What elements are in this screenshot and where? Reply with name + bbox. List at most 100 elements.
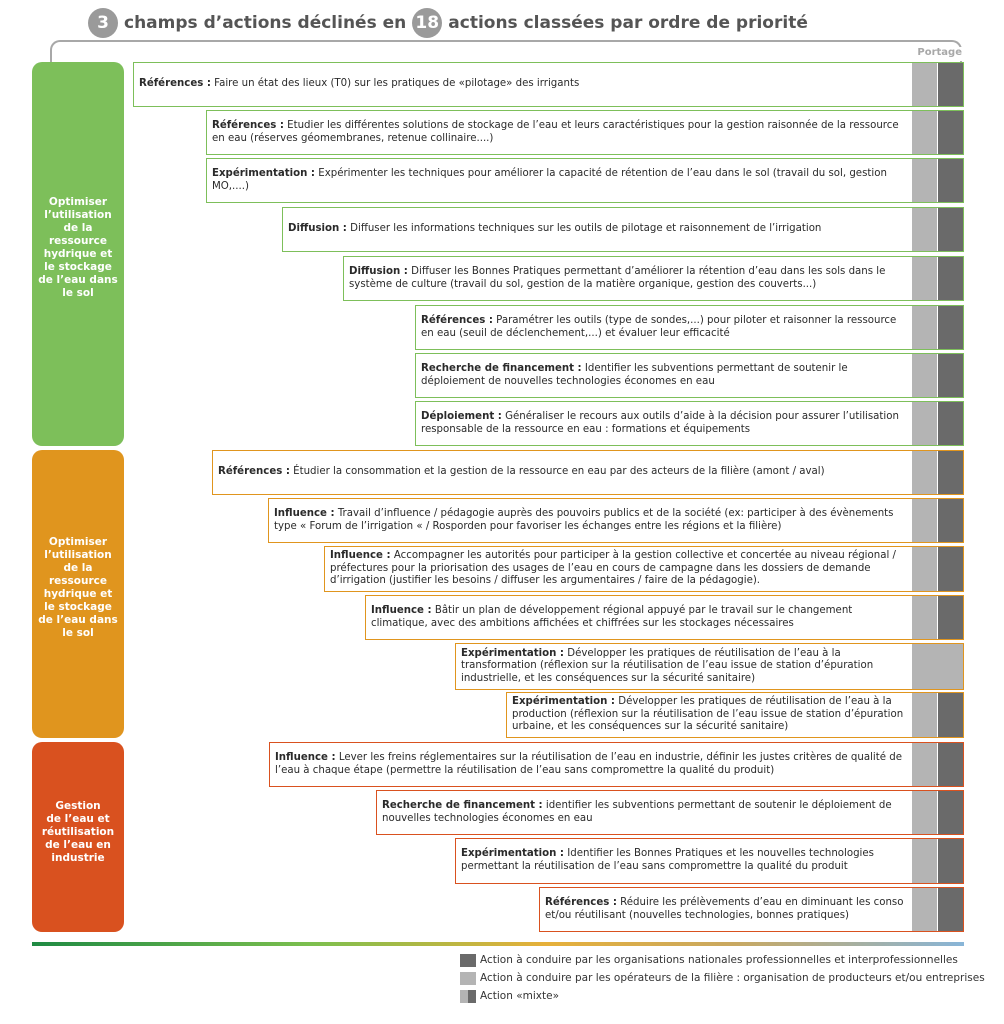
- legend-item: Action à conduire par les opérateurs de …: [460, 970, 985, 986]
- portage-dark-cell: [938, 111, 963, 154]
- action-text: Diffuser les Bonnes Pratiques permettant…: [349, 265, 886, 290]
- action-text: Diffuser les informations techniques sur…: [350, 223, 822, 235]
- action-row: Diffusion : Diffuser les Bonnes Pratique…: [343, 256, 964, 301]
- actions-count-badge: 18: [412, 8, 443, 38]
- action-type: Références :: [139, 78, 211, 90]
- portage-dark-cell: [938, 839, 963, 883]
- action-row: Recherche de financement : identifier le…: [376, 790, 964, 835]
- legend-text: Action à conduire par les opérateurs de …: [480, 972, 985, 984]
- action-type: Références :: [545, 896, 617, 908]
- portage-dark-cell: [938, 547, 963, 591]
- action-type: Références :: [212, 119, 284, 131]
- action-row: Déploiement : Généraliser le recours aux…: [415, 401, 964, 446]
- action-row: Influence : Lever les freins réglementai…: [269, 742, 964, 787]
- portage-light-cell: [912, 354, 937, 397]
- action-row: Références : Paramétrer les outils (type…: [415, 305, 964, 350]
- action-text: Identifier les subventions permettant de…: [421, 362, 848, 387]
- action-type: Expérimentation :: [461, 647, 565, 659]
- action-text: Faire un état des lieux (T0) sur les pra…: [214, 78, 580, 90]
- portage-light-cell: [912, 63, 937, 106]
- champs-count-badge: 3: [88, 8, 118, 38]
- action-text: Bâtir un plan de développement régional …: [371, 604, 853, 629]
- action-row: Expérimentation : Identifier les Bonnes …: [455, 838, 964, 884]
- action-type: Références :: [218, 466, 290, 478]
- portage-light-cell: [912, 693, 937, 737]
- portage-dark-cell: [938, 499, 963, 542]
- action-type: Expérimentation :: [512, 696, 616, 708]
- portage-light-cell: [912, 596, 937, 639]
- legend-item: Action «mixte»: [460, 988, 559, 1004]
- portage-dark-cell: [938, 888, 963, 931]
- action-row: Expérimentation : Développer les pratiqu…: [506, 692, 964, 738]
- portage-dark-cell: [938, 743, 963, 786]
- portage-column-label: Portage: [908, 47, 962, 61]
- portage-light-cell: [912, 306, 937, 349]
- portage-dark-cell: [938, 693, 963, 737]
- legend-swatch-mixed: [460, 989, 476, 1003]
- action-type: Expérimentation :: [461, 848, 565, 860]
- portage-light-cell: [912, 111, 937, 154]
- legend-swatch-light: [460, 971, 476, 985]
- action-row: Références : Réduire les prélèvements d’…: [539, 887, 964, 932]
- action-row: Recherche de financement : Identifier le…: [415, 353, 964, 398]
- portage-dark-cell: [938, 451, 963, 494]
- gradient-divider: [32, 942, 964, 946]
- action-text: Développer les pratiques de réutilisatio…: [461, 647, 874, 684]
- portage-dark-cell: [938, 402, 963, 445]
- portage-light-cell: [912, 402, 937, 445]
- action-text: Expérimenter les techniques pour amélior…: [212, 167, 887, 192]
- legend-swatch-dark: [460, 953, 476, 967]
- action-text: Identifier les Bonnes Pratiques et les n…: [461, 848, 874, 872]
- action-type: Expérimentation :: [212, 167, 316, 179]
- portage-dark-cell: [938, 306, 963, 349]
- action-row: Références : Etudier les différentes sol…: [206, 110, 964, 155]
- portage-light-cell: [912, 257, 937, 300]
- action-type: Influence :: [330, 550, 391, 562]
- action-row: Expérimentation : Développer les pratiqu…: [455, 643, 964, 690]
- legend-text: Action «mixte»: [480, 990, 560, 1002]
- portage-dark-cell: [938, 354, 963, 397]
- portage-light-cell: [912, 547, 937, 591]
- action-row: Influence : Bâtir un plan de développeme…: [365, 595, 964, 640]
- action-text: Paramétrer les outils (type de sondes,..…: [421, 314, 897, 339]
- action-row: Références : Étudier la consommation et …: [212, 450, 964, 495]
- action-type: Diffusion :: [288, 223, 347, 235]
- action-type: Diffusion :: [349, 265, 408, 277]
- title-part-2: actions classées par ordre de priorité: [448, 13, 808, 33]
- action-row: Influence : Accompagner les autorités po…: [324, 546, 964, 592]
- portage-light-cell: [912, 451, 937, 494]
- action-text: Étudier la consommation et la gestion de…: [293, 466, 825, 478]
- portage-light-cell: [912, 499, 937, 542]
- action-row: Références : Faire un état des lieux (T0…: [133, 62, 964, 107]
- action-text: Lever les freins réglementaires sur la r…: [275, 751, 902, 776]
- action-row: Expérimentation : Expérimenter les techn…: [206, 158, 964, 203]
- action-type: Influence :: [275, 751, 336, 763]
- action-text: identifier les subventions permettant de…: [382, 799, 892, 824]
- portage-light-cell: [912, 888, 937, 931]
- page-title: 3 champs d’actions déclinés en 18 action…: [88, 6, 808, 40]
- portage-light-cell: [912, 208, 937, 251]
- action-type: Recherche de financement :: [421, 362, 582, 374]
- action-type: Recherche de financement :: [382, 799, 543, 811]
- header-bracket: [50, 40, 962, 62]
- action-text: Etudier les différentes solutions de sto…: [212, 119, 899, 144]
- portage-dark-cell: [938, 208, 963, 251]
- action-text: Accompagner les autorités pour participe…: [330, 550, 896, 587]
- portage-dark-cell: [938, 63, 963, 106]
- action-text: Travail d’influence / pédagogie auprès d…: [274, 507, 894, 532]
- action-text: Développer les pratiques de réutilisatio…: [512, 696, 904, 733]
- action-text: Généraliser le recours aux outils d’aide…: [421, 410, 899, 435]
- action-type: Influence :: [371, 604, 432, 616]
- portage-light-cell: [912, 839, 937, 883]
- legend-item: Action à conduire par les organisations …: [460, 952, 958, 968]
- portage-light-cell: [912, 159, 937, 202]
- action-row: Diffusion : Diffuser les informations te…: [282, 207, 964, 252]
- action-type: Influence :: [274, 507, 335, 519]
- title-part-1: champs d’actions déclinés en: [124, 13, 407, 33]
